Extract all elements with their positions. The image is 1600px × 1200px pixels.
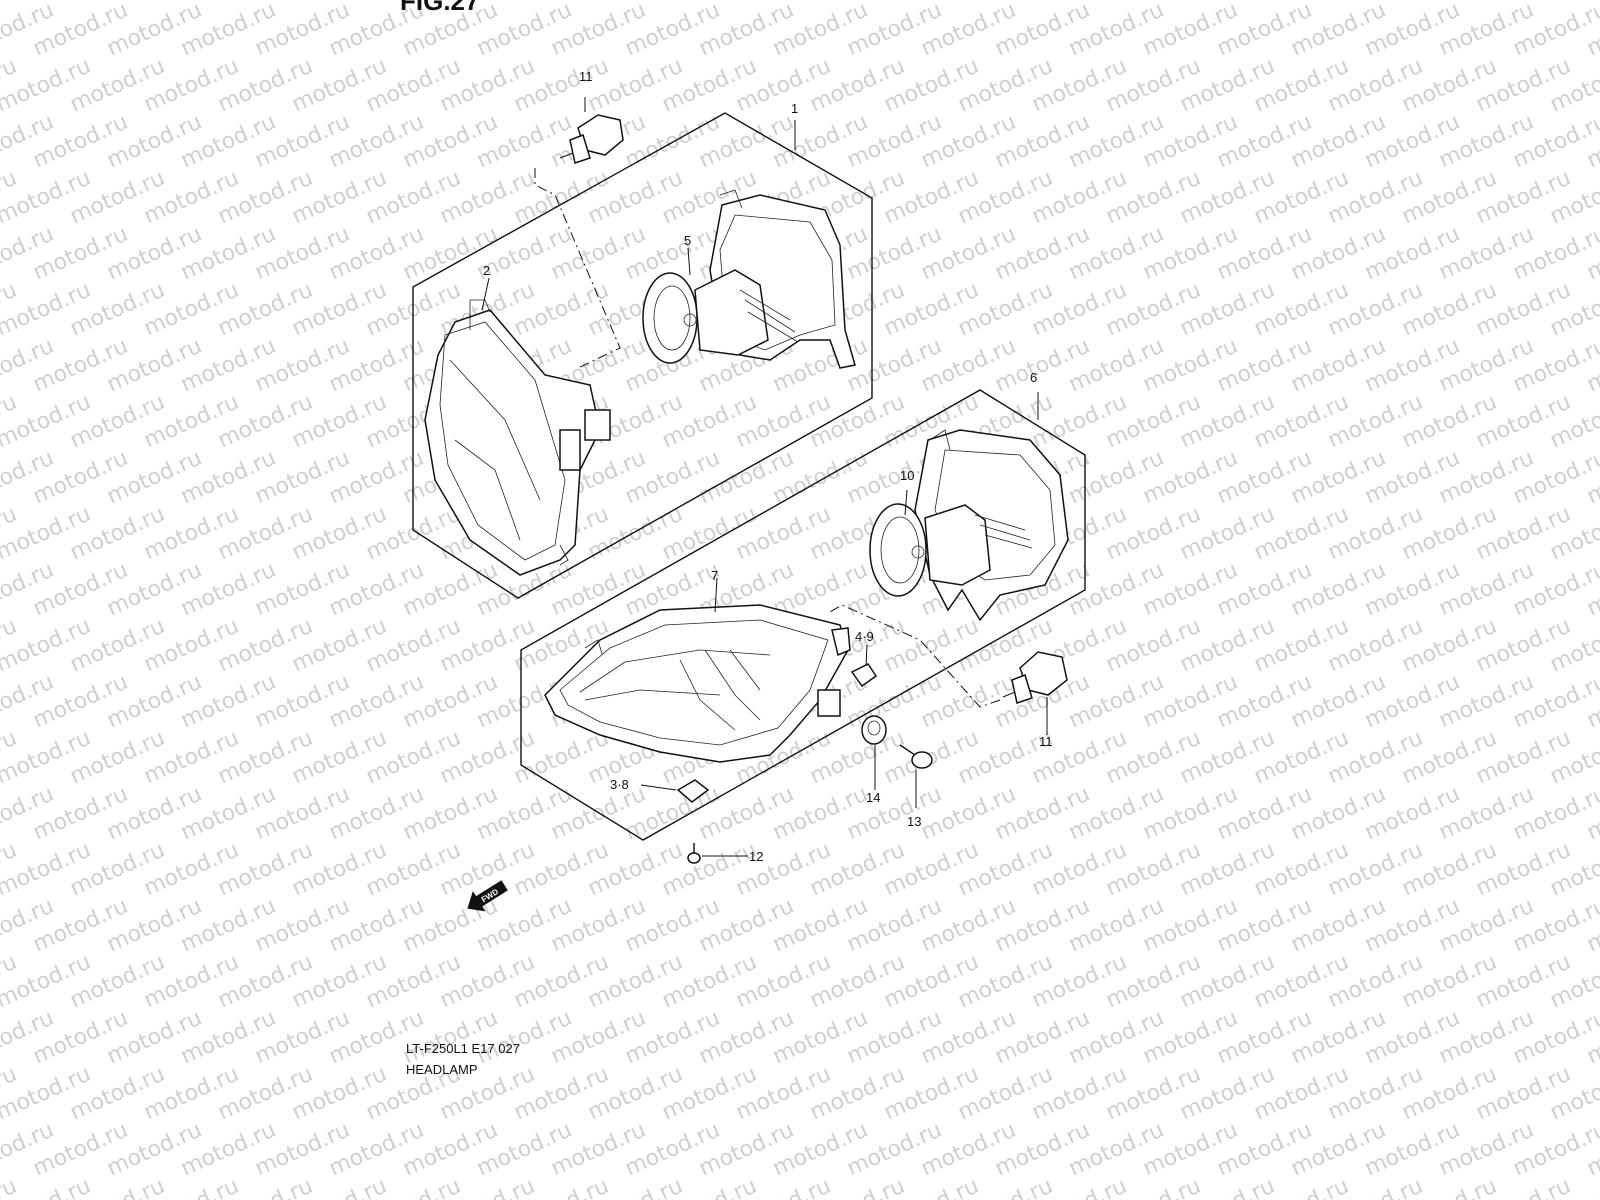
part-5-socket — [642, 189, 856, 369]
part-13-screw — [899, 744, 933, 769]
part-2-reflector — [424, 299, 611, 576]
part-3-8-clip — [676, 779, 710, 803]
callouts: 1 2 5 6 7 10 11 11 12 13 14 3·8 4·9 — [483, 69, 1053, 864]
part-7-lens — [544, 604, 851, 763]
callout-10: 10 — [900, 468, 914, 483]
callout-12: 12 — [749, 849, 763, 864]
part-4-9-clip — [850, 663, 878, 688]
callout-11-top: 11 — [579, 69, 593, 84]
callout-2: 2 — [483, 263, 490, 278]
watermark-text: motod.ru — [0, 1174, 21, 1200]
callout-14: 14 — [866, 790, 880, 805]
part-14-grommet — [861, 715, 887, 745]
assembly-upper — [412, 97, 873, 599]
leader-lines — [481, 247, 1048, 808]
model-code: LT-F250L1 E17 027 — [406, 1041, 520, 1056]
callout-1: 1 — [791, 101, 798, 116]
part-10-socket — [869, 429, 1069, 622]
callout-5: 5 — [684, 233, 691, 248]
callout-6: 6 — [1030, 370, 1037, 385]
part-11-bulb-top — [559, 97, 624, 164]
callout-7: 7 — [711, 568, 718, 583]
part-12-screw — [687, 843, 748, 864]
callout-13: 13 — [907, 814, 921, 829]
assembly-lower — [520, 389, 1086, 841]
callout-3-8: 3·8 — [610, 777, 629, 792]
callout-4-9: 4·9 — [855, 629, 874, 644]
section-name: HEADLAMP — [406, 1062, 478, 1077]
part-11-bulb-lower — [1002, 651, 1068, 704]
figure-title: FIG.27 — [400, 0, 479, 16]
callout-11-lower: 11 — [1039, 734, 1053, 749]
